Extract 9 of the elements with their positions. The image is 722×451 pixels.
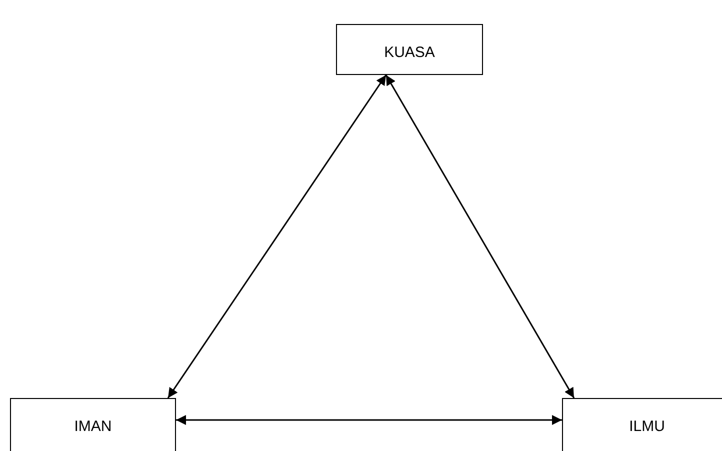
- label-box: [10, 398, 176, 451]
- box-label: ILMU: [629, 417, 665, 437]
- box-label: KUASA: [384, 43, 435, 63]
- double-arrow: [167, 74, 387, 398]
- double-arrow: [385, 74, 575, 398]
- box-label: IMAN: [74, 417, 112, 437]
- label-box: [562, 398, 722, 451]
- double-arrow: [176, 415, 562, 425]
- label-box: [336, 24, 483, 75]
